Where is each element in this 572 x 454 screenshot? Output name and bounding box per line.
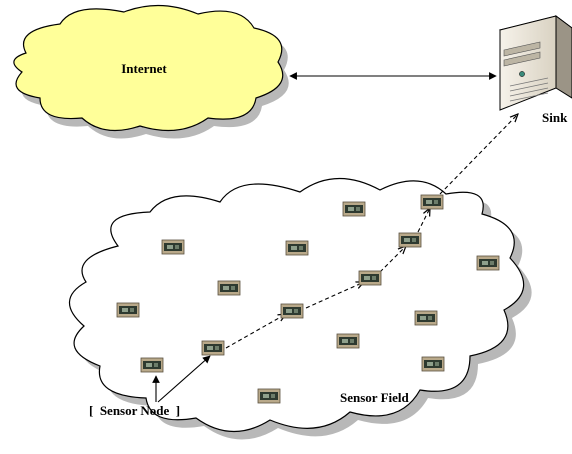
- sensor-node-icon: [358, 270, 382, 286]
- callout-arrow: [157, 355, 211, 403]
- sensor-field-label: Sensor Field: [340, 390, 410, 405]
- sink-server: Sink: [498, 15, 572, 125]
- sensor-node-icon: [336, 333, 360, 349]
- sensor-node-icon: [420, 194, 444, 210]
- cloud-icon: [13, 4, 284, 132]
- sensor-node-icon: [116, 302, 140, 318]
- sensor-nodes: [116, 194, 500, 404]
- sensor-node-icon: [414, 310, 438, 326]
- sensor-node-icon: [280, 303, 304, 319]
- sensor-node-icon: [201, 340, 225, 356]
- sensor-node-icon: [342, 201, 366, 217]
- sensor-node-icon: [140, 357, 164, 373]
- hop-link: [417, 208, 430, 233]
- sensor-node-icon: [476, 255, 500, 271]
- hop-link: [305, 282, 364, 309]
- hop-link: [379, 246, 406, 273]
- sensor-node-icon: [257, 388, 281, 404]
- sensor-node-icon: [285, 240, 309, 256]
- sensor-node-icon: [161, 239, 185, 255]
- hop-link: [225, 314, 286, 349]
- sensor-node-icon: [217, 280, 241, 296]
- sensor-node-callout: [ Sensor Node ]: [89, 355, 211, 418]
- internet-label: Internet: [121, 61, 167, 76]
- sink-label: Sink: [542, 110, 568, 125]
- sensor-node-icon: [398, 232, 422, 248]
- sensor-node-label: [ Sensor Node ]: [89, 403, 180, 418]
- hop-link: [439, 114, 518, 195]
- internet-cloud: Internet: [13, 4, 289, 139]
- sensor-node-icon: [421, 356, 445, 372]
- multihop-path: [225, 114, 518, 349]
- server-icon: [498, 15, 572, 111]
